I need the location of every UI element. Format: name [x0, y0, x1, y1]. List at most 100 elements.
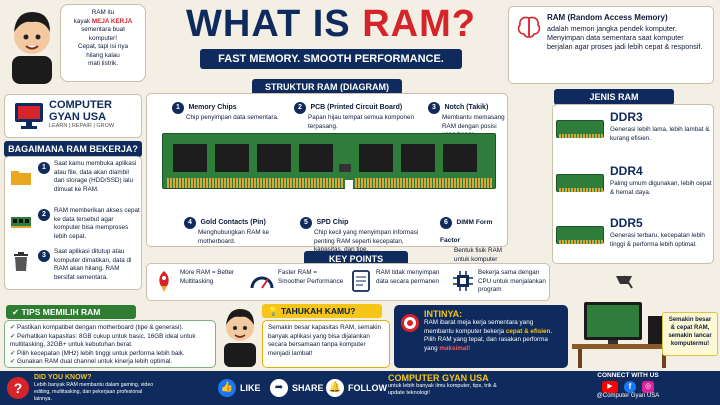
footer-brand-name: COMPUTER GYAN USA — [388, 373, 489, 383]
ram-type-row: DDR4 Paling umum digunakan, lebih cepat … — [556, 164, 712, 212]
keypoint-text: Faster RAM = Smoother Performance — [278, 269, 344, 285]
tips-title-text: TIPS MEMILIH RAM — [21, 307, 101, 317]
part-number: 4 — [184, 217, 196, 229]
part-number: 6 — [440, 217, 452, 229]
memory-chip — [359, 144, 393, 172]
types-title: JENIS RAM — [554, 89, 674, 105]
keypoints-card — [146, 263, 550, 301]
rocket-icon — [159, 271, 169, 292]
share-button[interactable]: ➦ SHARE — [270, 378, 324, 398]
connect-label: CONNECT WITH US — [597, 372, 659, 379]
intinya-card: INTINYA: RAM ibarat meja kerja sementara… — [394, 305, 568, 368]
title-highlight: RAM? — [362, 3, 476, 45]
part-number: 3 — [428, 102, 440, 114]
part-desc: Menghubungkan RAM ke motherboard. — [198, 229, 270, 245]
part-desc: Chip kecil yang menyimpan informasi pent… — [314, 229, 419, 253]
brand-tagline: LEARN | REPAIR | GROW — [49, 123, 115, 129]
youtube-icon[interactable]: ▶ — [602, 381, 618, 393]
step-text: Saat aplikasi ditutup atau komputer dima… — [54, 248, 132, 281]
like-label: LIKE — [240, 383, 261, 393]
ram-type-desc: Generasi lebih lama, lebih lambat & kura… — [610, 126, 710, 142]
part-name: DIMM Form Factor — [440, 219, 493, 244]
tahukah-card: Semakin besar kapasitas RAM, semakin ban… — [262, 320, 390, 368]
part-name: PCB (Printed Circuit Board) — [310, 104, 403, 111]
keypoint-item: More RAM = Better Multitasking — [150, 266, 246, 298]
svg-text:?: ? — [14, 380, 23, 396]
brand-card: COMPUTER GYAN USA LEARN | REPAIR | GROW — [4, 94, 142, 138]
gold-contacts — [355, 178, 493, 188]
intinya-line2: Pilih RAM yang tepat, dan rasakan perfor… — [424, 336, 548, 352]
document-icon — [352, 270, 370, 292]
cpu-icon — [453, 271, 473, 291]
subtitle-banner: FAST MEMORY. SMOOTH PERFORMANCE. — [200, 49, 462, 69]
thumbs-up-icon: 👍 — [218, 379, 236, 397]
memory-chip — [299, 144, 333, 172]
structure-title: STRUKTUR RAM (DIAGRAM) — [252, 79, 402, 95]
tip-item: ✔ Perhatikan kapasitas: 8GB cukup untuk … — [10, 332, 196, 349]
follow-button[interactable]: 🔔 FOLLOW — [326, 378, 387, 398]
step-number: 2 — [38, 209, 50, 221]
tahukah-body: Semakin besar kapasitas RAM, semakin ban… — [268, 324, 382, 357]
definition-card: RAM (Random Access Memory) adalah memori… — [508, 6, 714, 84]
speech-line: sementara buat — [81, 26, 125, 33]
facebook-icon[interactable]: f — [624, 381, 636, 393]
ram-stick-icon — [11, 217, 31, 228]
ram-module-diagram — [162, 133, 496, 190]
notch — [345, 180, 353, 190]
part-label: 5 SPD Chip Chip kecil yang menyimpan inf… — [300, 211, 430, 255]
part-label: 4 Gold Contacts (Pin) Menghubungkan RAM … — [184, 211, 294, 246]
keypoint-item: Bekerja sama dengan CPU untuk menjalanka… — [450, 266, 548, 298]
speech-line: hilang kalau — [86, 51, 120, 59]
desk-note: Semakin besar & cepat RAM, semakin lanca… — [662, 312, 718, 356]
speech-line: kayak — [73, 17, 92, 25]
memory-chip — [257, 144, 291, 172]
keypoint-item: RAM tidak menyimpan data secara permanen — [348, 266, 448, 298]
step-text: RAM memberikan akses cepat ke data terse… — [54, 207, 140, 240]
how-step: 1 Saat kamu membuka aplikasi atau file, … — [8, 160, 140, 202]
boy-avatar-top — [4, 4, 60, 84]
memory-chip — [215, 144, 249, 172]
footer-dyk: ? DID YOU KNOW? Lebih banyak RAM membant… — [6, 373, 166, 403]
keypoint-item: Faster RAM = Smoother Performance — [248, 266, 346, 298]
target-icon — [401, 314, 419, 332]
ram-type-desc: Generasi terbaru, kecepatan lebih tinggi… — [610, 232, 705, 248]
dyk-body: Lebih banyak RAM membantu dalam gaming, … — [34, 382, 154, 402]
step-text: Saat kamu membuka aplikasi atau file, da… — [54, 160, 137, 193]
tip-item: ✔ Pilih kecepatan (MHz) lebih tinggi unt… — [10, 349, 185, 357]
speech-line: mati listrik. — [88, 60, 118, 67]
how-title: BAGAIMANA RAM BEKERJA? — [4, 141, 142, 157]
part-desc: Chip penyimpan data sementara. — [186, 114, 279, 121]
part-number: 5 — [300, 217, 312, 229]
instagram-icon[interactable]: ◎ — [642, 381, 654, 393]
part-number: 2 — [294, 102, 306, 114]
boy-character-icon — [224, 309, 256, 367]
desk-note-text: Semakin besar & cepat RAM, semakin lanca… — [668, 317, 712, 348]
speech-highlight: MEJA KERJA — [91, 17, 133, 25]
brain-icon — [517, 16, 541, 38]
ram-type-row: DDR3 Generasi lebih lama, lebih lambat &… — [556, 110, 712, 158]
ram-stick-image — [556, 174, 604, 192]
step-number: 3 — [38, 250, 50, 262]
part-number: 1 — [172, 102, 184, 114]
part-name: Memory Chips — [188, 104, 237, 111]
part-name: Notch (Takik) — [444, 104, 489, 111]
lightbulb-icon: 💡 — [268, 306, 279, 316]
like-button[interactable]: 👍 LIKE — [218, 378, 261, 398]
share-label: SHARE — [292, 383, 324, 393]
how-step: 2 RAM memberikan akses cepat ke data ter… — [8, 207, 140, 245]
part-name: Gold Contacts (Pin) — [200, 219, 266, 226]
desk-computer-icon — [572, 275, 672, 368]
memory-chip — [443, 144, 477, 172]
part-name: SPD Chip — [316, 219, 349, 226]
ram-type-row: DDR5 Generasi terbaru, kecepatan lebih t… — [556, 216, 712, 264]
part-label: 2 PCB (Printed Circuit Board) Papan hija… — [294, 96, 424, 131]
tips-title: ✔ TIPS MEMILIH RAM — [6, 305, 136, 319]
trash-icon — [14, 252, 28, 271]
tip-item: ✔ Gunakan RAM dual channel untuk kinerja… — [10, 358, 173, 365]
tip-item: ✔ Pastikan kompatibel dengan motherboard… — [10, 324, 184, 331]
title-prefix: WHAT IS — [186, 3, 363, 45]
speech-line: komputer! — [89, 34, 117, 42]
ram-type-desc: Paling umum digunakan, lebih cepat & hem… — [610, 180, 712, 196]
definition-body: adalah memori jangka pendek komputer. Me… — [547, 24, 703, 51]
spd-chip — [339, 164, 351, 172]
